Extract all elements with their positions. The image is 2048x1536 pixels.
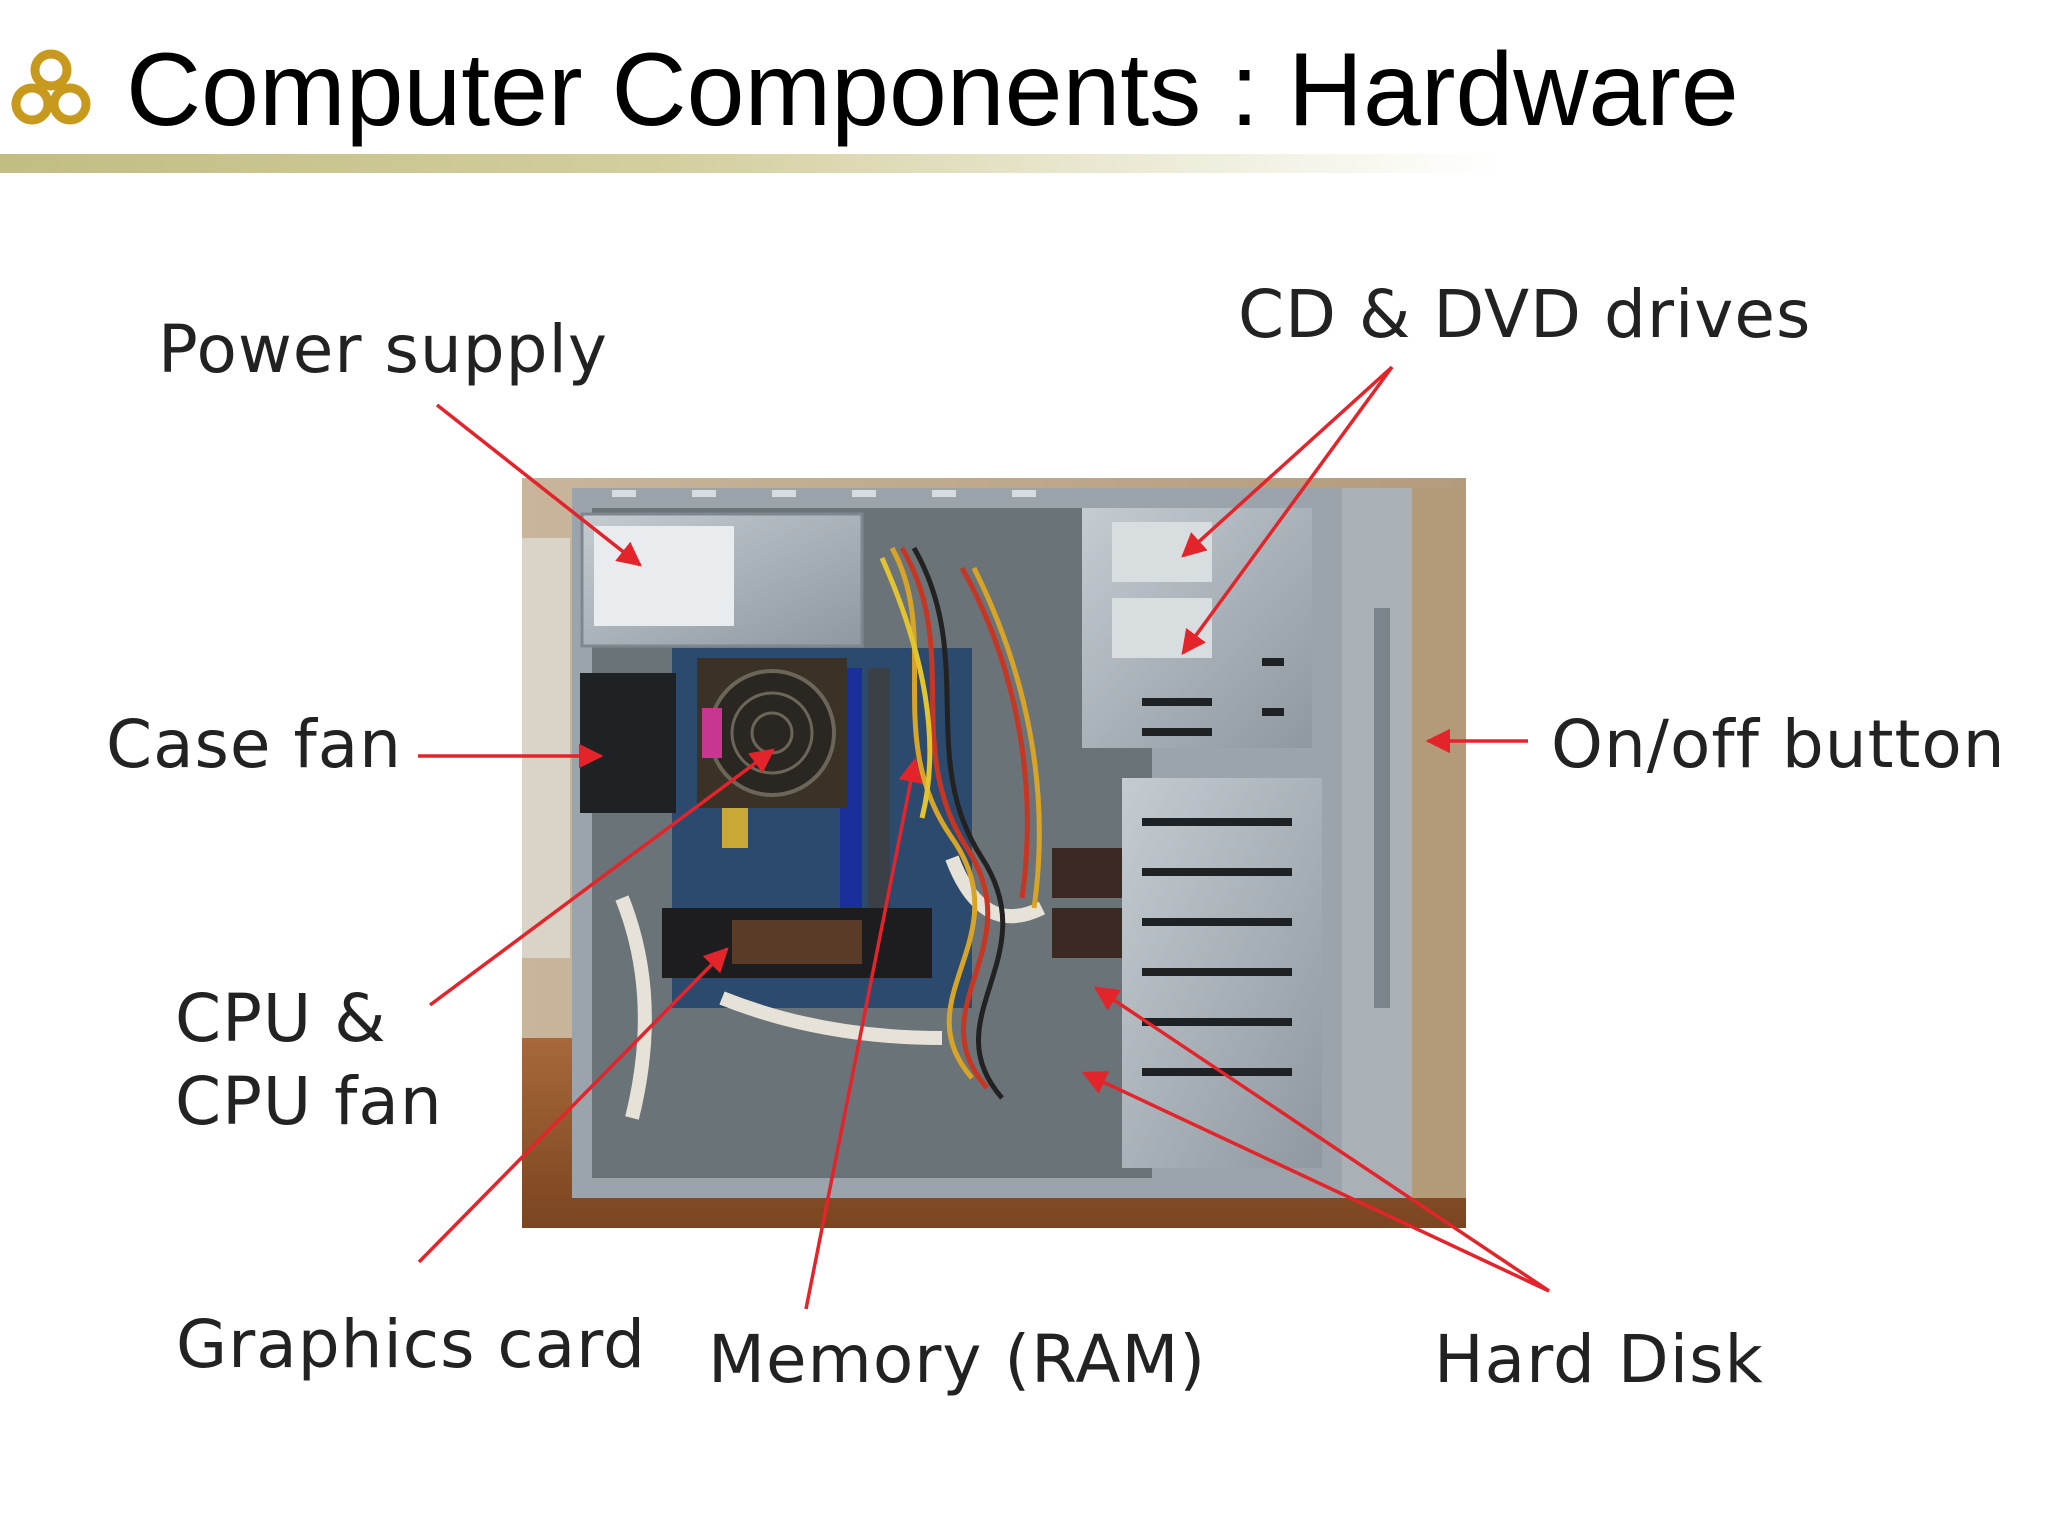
label-cd-dvd-drives: CD & DVD drives xyxy=(1238,276,1812,353)
label-on-off-button: On/off button xyxy=(1551,706,2006,783)
label-hard-disk: Hard Disk xyxy=(1434,1321,1764,1398)
hard-disk-2 xyxy=(1052,908,1122,958)
open-pc-tower-icon xyxy=(522,478,1466,1228)
power-supply-label-sticker xyxy=(594,526,734,626)
cpu-fan xyxy=(708,669,836,797)
title-divider xyxy=(0,154,1500,173)
hard-disk-1 xyxy=(1052,848,1122,898)
power-cables xyxy=(879,546,1042,1100)
label-case-fan: Case fan xyxy=(106,706,403,783)
label-cpu-and-fan: CPU & CPU fan xyxy=(175,978,443,1143)
title-bar: Computer Components : Hardware xyxy=(0,0,2048,175)
label-memory-ram: Memory (RAM) xyxy=(708,1321,1207,1398)
label-cpu-line2: CPU fan xyxy=(175,1062,443,1140)
label-graphics-card: Graphics card xyxy=(176,1306,647,1383)
ram-slot-dark xyxy=(868,668,890,928)
front-vent xyxy=(1374,608,1390,1008)
label-cpu-line1: CPU & xyxy=(175,980,387,1057)
slide-title: Computer Components : Hardware xyxy=(126,32,1739,148)
case-fan xyxy=(580,673,676,813)
cd-drive xyxy=(1112,522,1212,582)
dvd-drive xyxy=(1112,598,1212,658)
three-rings-bullet-icon xyxy=(11,49,91,125)
label-power-supply: Power supply xyxy=(158,311,608,388)
purple-connector xyxy=(702,708,722,758)
monitor-edge xyxy=(522,538,570,958)
